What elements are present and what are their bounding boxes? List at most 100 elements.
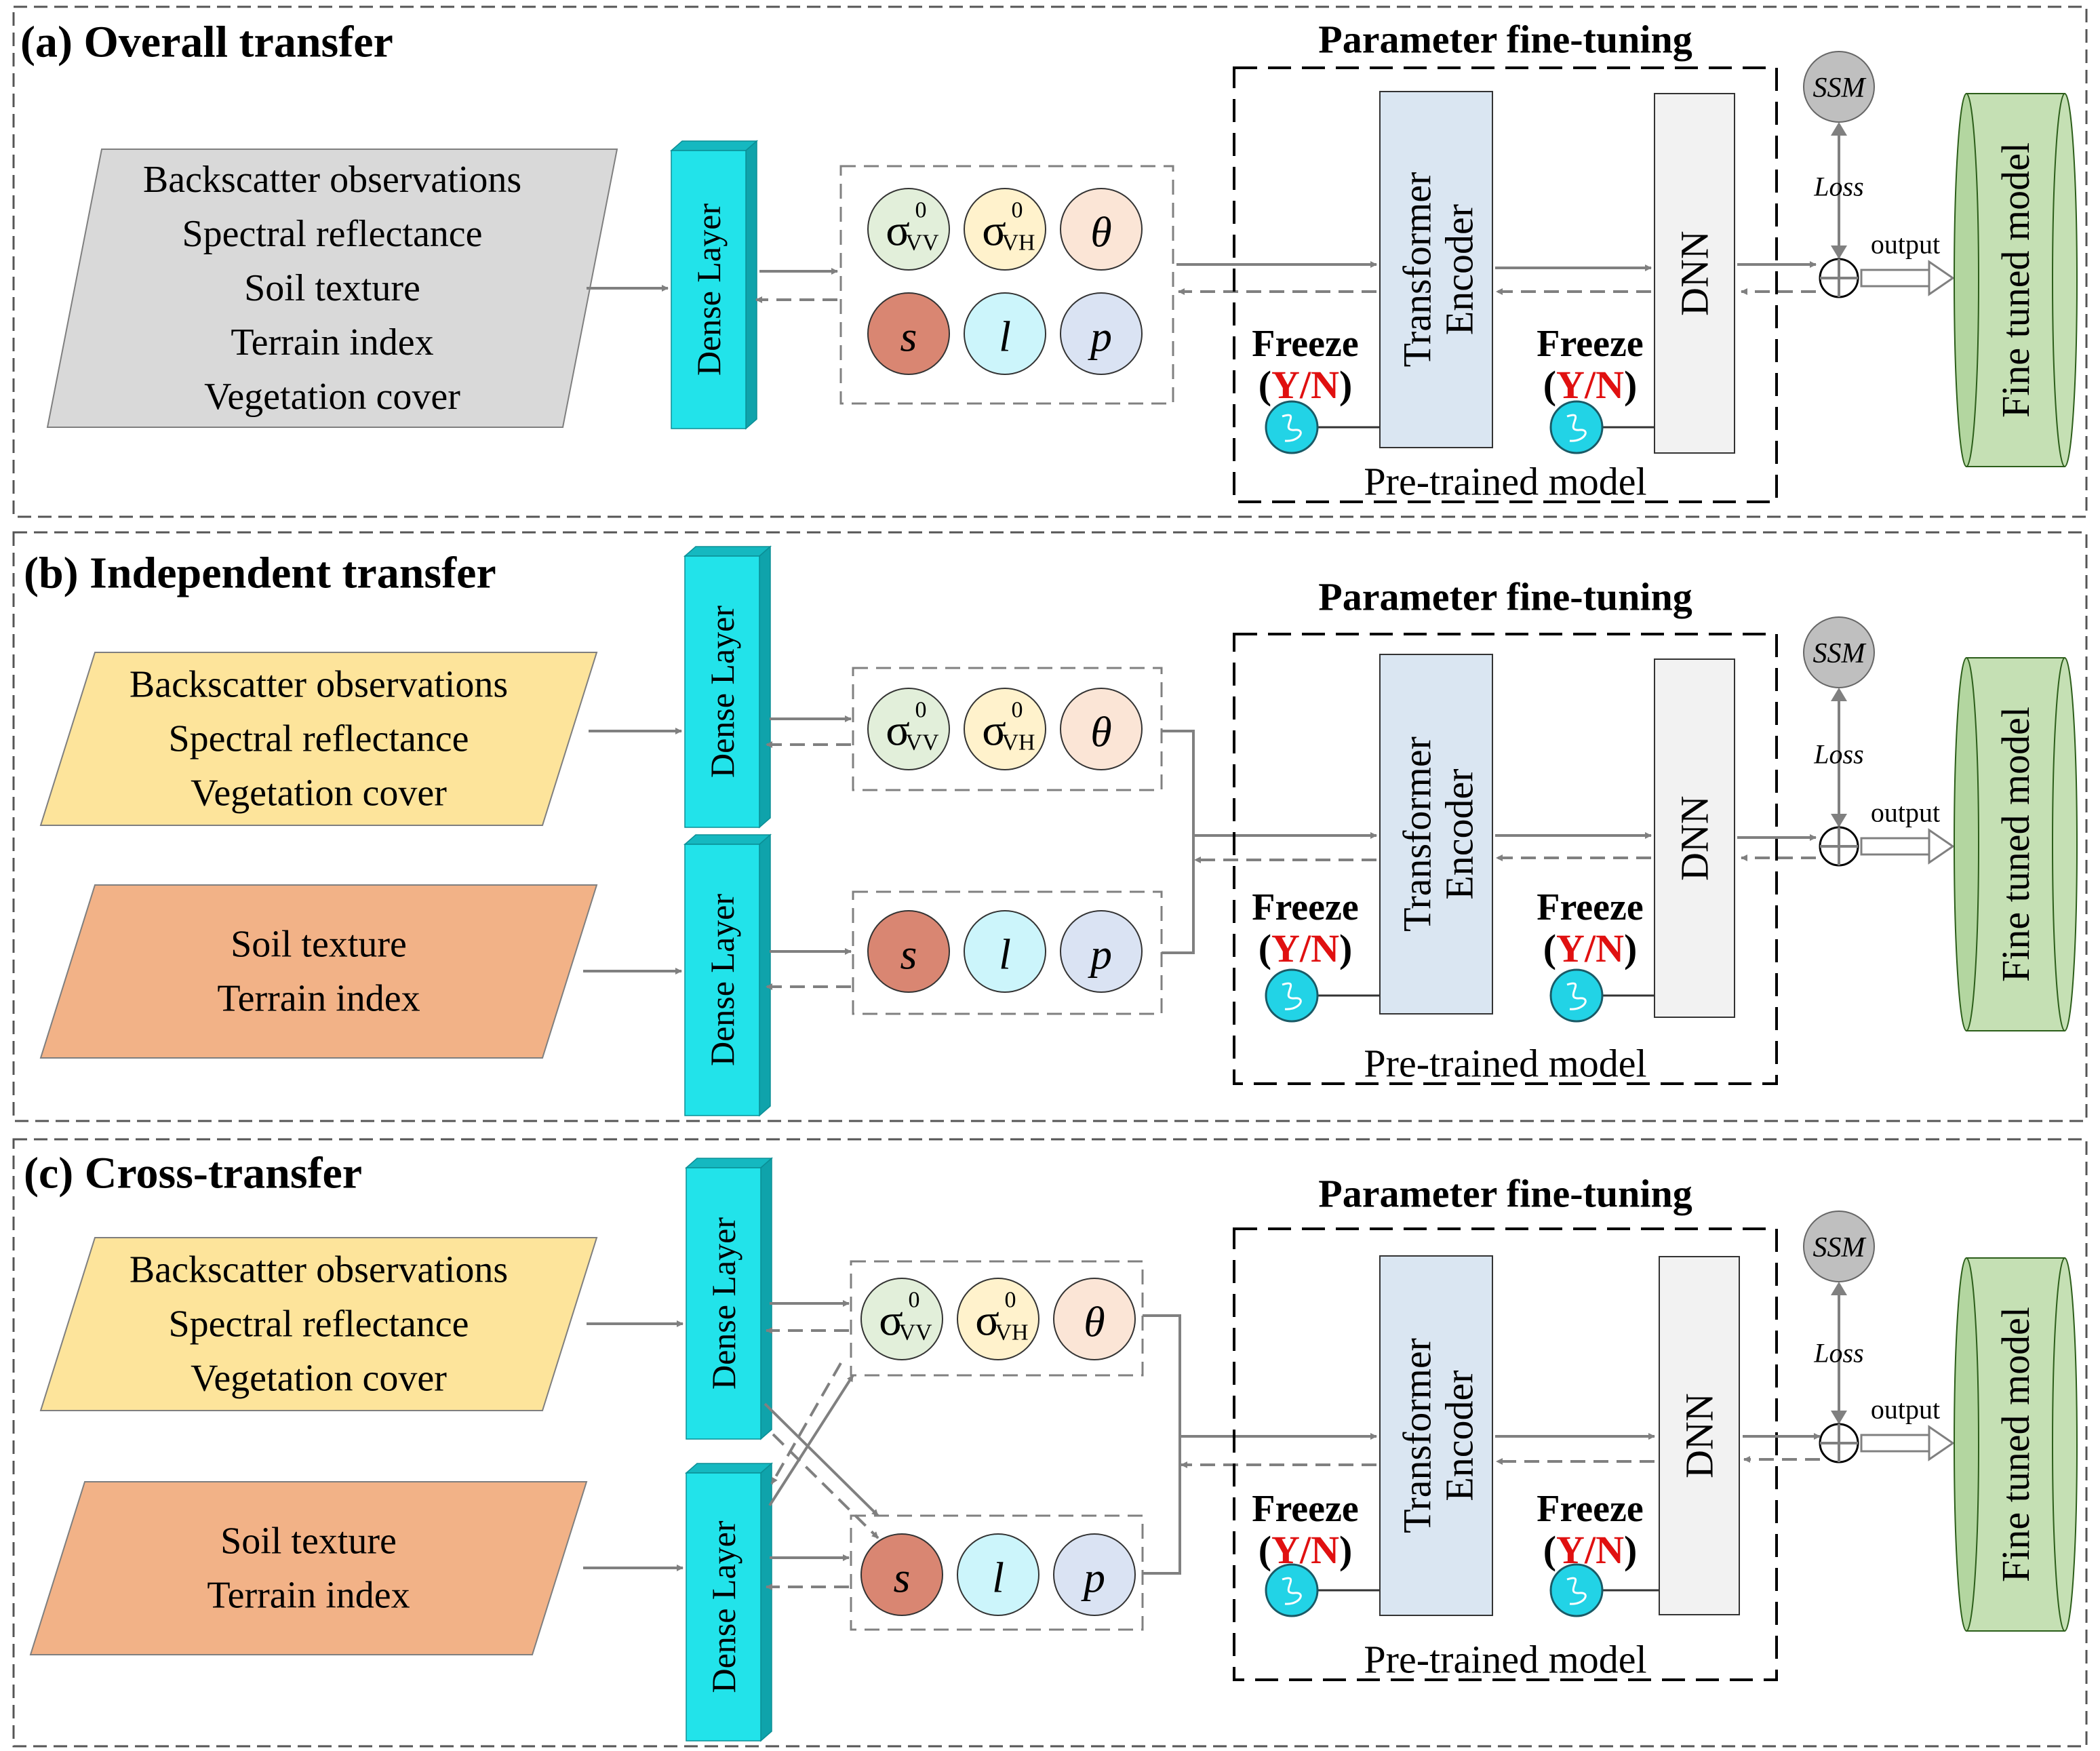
switch-toggle-icon[interactable] — [1549, 1563, 1604, 1617]
input-text-line: Backscatter observations — [143, 159, 521, 201]
theta-node: θ — [1060, 188, 1143, 271]
input-text-line: Soil texture — [220, 1520, 397, 1562]
node-circle — [964, 910, 1046, 993]
sigma-symbol: σ — [879, 1296, 903, 1345]
output-label: output — [1871, 798, 1940, 828]
freeze-encoder-switch[interactable]: Freeze(Y/N) — [1252, 886, 1380, 1023]
pretrained-model-box — [1233, 633, 1778, 1085]
freeze-label: Freeze — [1252, 323, 1358, 365]
output-arrow-head — [1928, 260, 1955, 296]
fine-tuned-model-label: Fine tuned model — [1994, 707, 2038, 982]
node-circle — [867, 188, 950, 271]
panel-b-frame — [12, 531, 2088, 1122]
switch-toggle-icon[interactable] — [1265, 968, 1319, 1023]
sigma-subscript: VV — [905, 231, 939, 256]
loss-arrowhead-down — [1831, 814, 1847, 827]
b-feature-group-1 — [852, 667, 1163, 791]
l-node-symbol: l — [999, 930, 1011, 979]
transformer-encoder-block — [1379, 1255, 1493, 1616]
sigma-subscript: VV — [898, 1320, 932, 1345]
theta-node-symbol: θ — [1084, 1298, 1105, 1346]
dense-layer-top — [670, 140, 758, 151]
dense-layer-side — [759, 545, 771, 829]
pretrained-model-label: Pre-trained model — [1364, 1042, 1646, 1086]
dnn-label: DNN — [1673, 795, 1717, 881]
panel-a-title: (a) Overall transfer — [20, 18, 393, 67]
node-circle — [1060, 292, 1143, 375]
node-circle — [964, 688, 1046, 770]
p-node: p — [1053, 1533, 1136, 1616]
loss-arrowhead-down — [1831, 245, 1847, 259]
freeze-dnn-switch[interactable]: Freeze(Y/N) — [1537, 886, 1655, 1023]
cylinder-body — [1966, 93, 2065, 467]
freeze-dnn-switch[interactable]: Freeze(Y/N) — [1537, 323, 1655, 454]
l-node-symbol: l — [999, 313, 1011, 361]
dense-layer-front — [686, 1167, 761, 1440]
sigma-superscript: 0 — [1005, 1288, 1016, 1313]
output-arrow-body — [1860, 837, 1930, 856]
transformer-label: Transformer — [1395, 172, 1440, 368]
switch-toggle-icon[interactable] — [1549, 968, 1604, 1023]
freeze-encoder-switch[interactable]: Freeze(Y/N) — [1252, 1488, 1380, 1617]
l-node: l — [957, 1533, 1039, 1616]
dense-layer-top — [684, 834, 772, 845]
dnn-block — [1654, 658, 1735, 1018]
freeze-encoder-switch[interactable]: Freeze(Y/N) — [1252, 323, 1380, 454]
node-circle — [867, 910, 950, 993]
encoder-label: Encoder — [1438, 768, 1482, 899]
dnn-block — [1654, 93, 1735, 454]
sigma-symbol: σ — [982, 206, 1006, 256]
sigma-subscript: VH — [1002, 231, 1035, 256]
sigma-symbol: σ — [886, 206, 910, 256]
theta-node-symbol: θ — [1090, 208, 1111, 256]
output-arrow-body — [1860, 1434, 1930, 1453]
input-text-line: Soil texture — [244, 267, 420, 309]
output-label: output — [1871, 229, 1940, 260]
c-feature-group-1 — [850, 1260, 1144, 1377]
switch-toggle-icon[interactable] — [1549, 400, 1604, 454]
loss-label: Loss — [1813, 172, 1863, 202]
freeze-dnn-switch[interactable]: Freeze(Y/N) — [1537, 1488, 1659, 1617]
dense-layer-top — [685, 1158, 773, 1168]
node-circle — [860, 1533, 943, 1616]
parameter-fine-tuning-title: Parameter fine-tuning — [1318, 18, 1692, 62]
switch-glyph — [1566, 1577, 1587, 1605]
sigma-subscript: VV — [905, 730, 939, 755]
sigma-symbol: σ — [982, 706, 1006, 755]
dense-layer-label: Dense Layer — [705, 1520, 742, 1693]
yes-no-label: (Y/N) — [1543, 363, 1638, 407]
loss-label: Loss — [1813, 739, 1863, 770]
input-text-line: Spectral reflectance — [168, 1303, 469, 1345]
yes-no-label: (Y/N) — [1259, 1528, 1353, 1572]
loss-arrowhead-up — [1831, 1282, 1847, 1295]
switch-toggle-icon[interactable] — [1265, 1563, 1319, 1617]
freeze-label: Freeze — [1252, 886, 1358, 928]
node-circle — [1060, 688, 1143, 770]
transformer-encoder-block — [1379, 91, 1493, 448]
input-text-line: Vegetation cover — [191, 1358, 447, 1400]
dense-layer-label: Dense Layer — [705, 1217, 742, 1390]
dense-layer: Dense Layer — [684, 833, 772, 1117]
encoder-label: Encoder — [1438, 204, 1482, 335]
panel-a-frame — [12, 5, 2088, 518]
input-shape — [46, 149, 618, 428]
cylinder-cap-right — [2052, 657, 2078, 1031]
loss-label: Loss — [1813, 1338, 1863, 1369]
yes-no-label: (Y/N) — [1543, 926, 1638, 970]
input-text-line: Spectral reflectance — [182, 213, 482, 255]
yes-no-label: (Y/N) — [1259, 926, 1353, 970]
yes-no-label: (Y/N) — [1259, 363, 1353, 407]
panel-c-title: (c) Cross-transfer — [24, 1149, 362, 1198]
switch-toggle-icon[interactable] — [1265, 400, 1319, 454]
dense-layer-side — [760, 1157, 772, 1440]
dense-layer-top — [685, 1463, 773, 1474]
cylinder-cap-left — [1954, 93, 1979, 467]
input-text-line: Terrain index — [207, 1575, 410, 1617]
